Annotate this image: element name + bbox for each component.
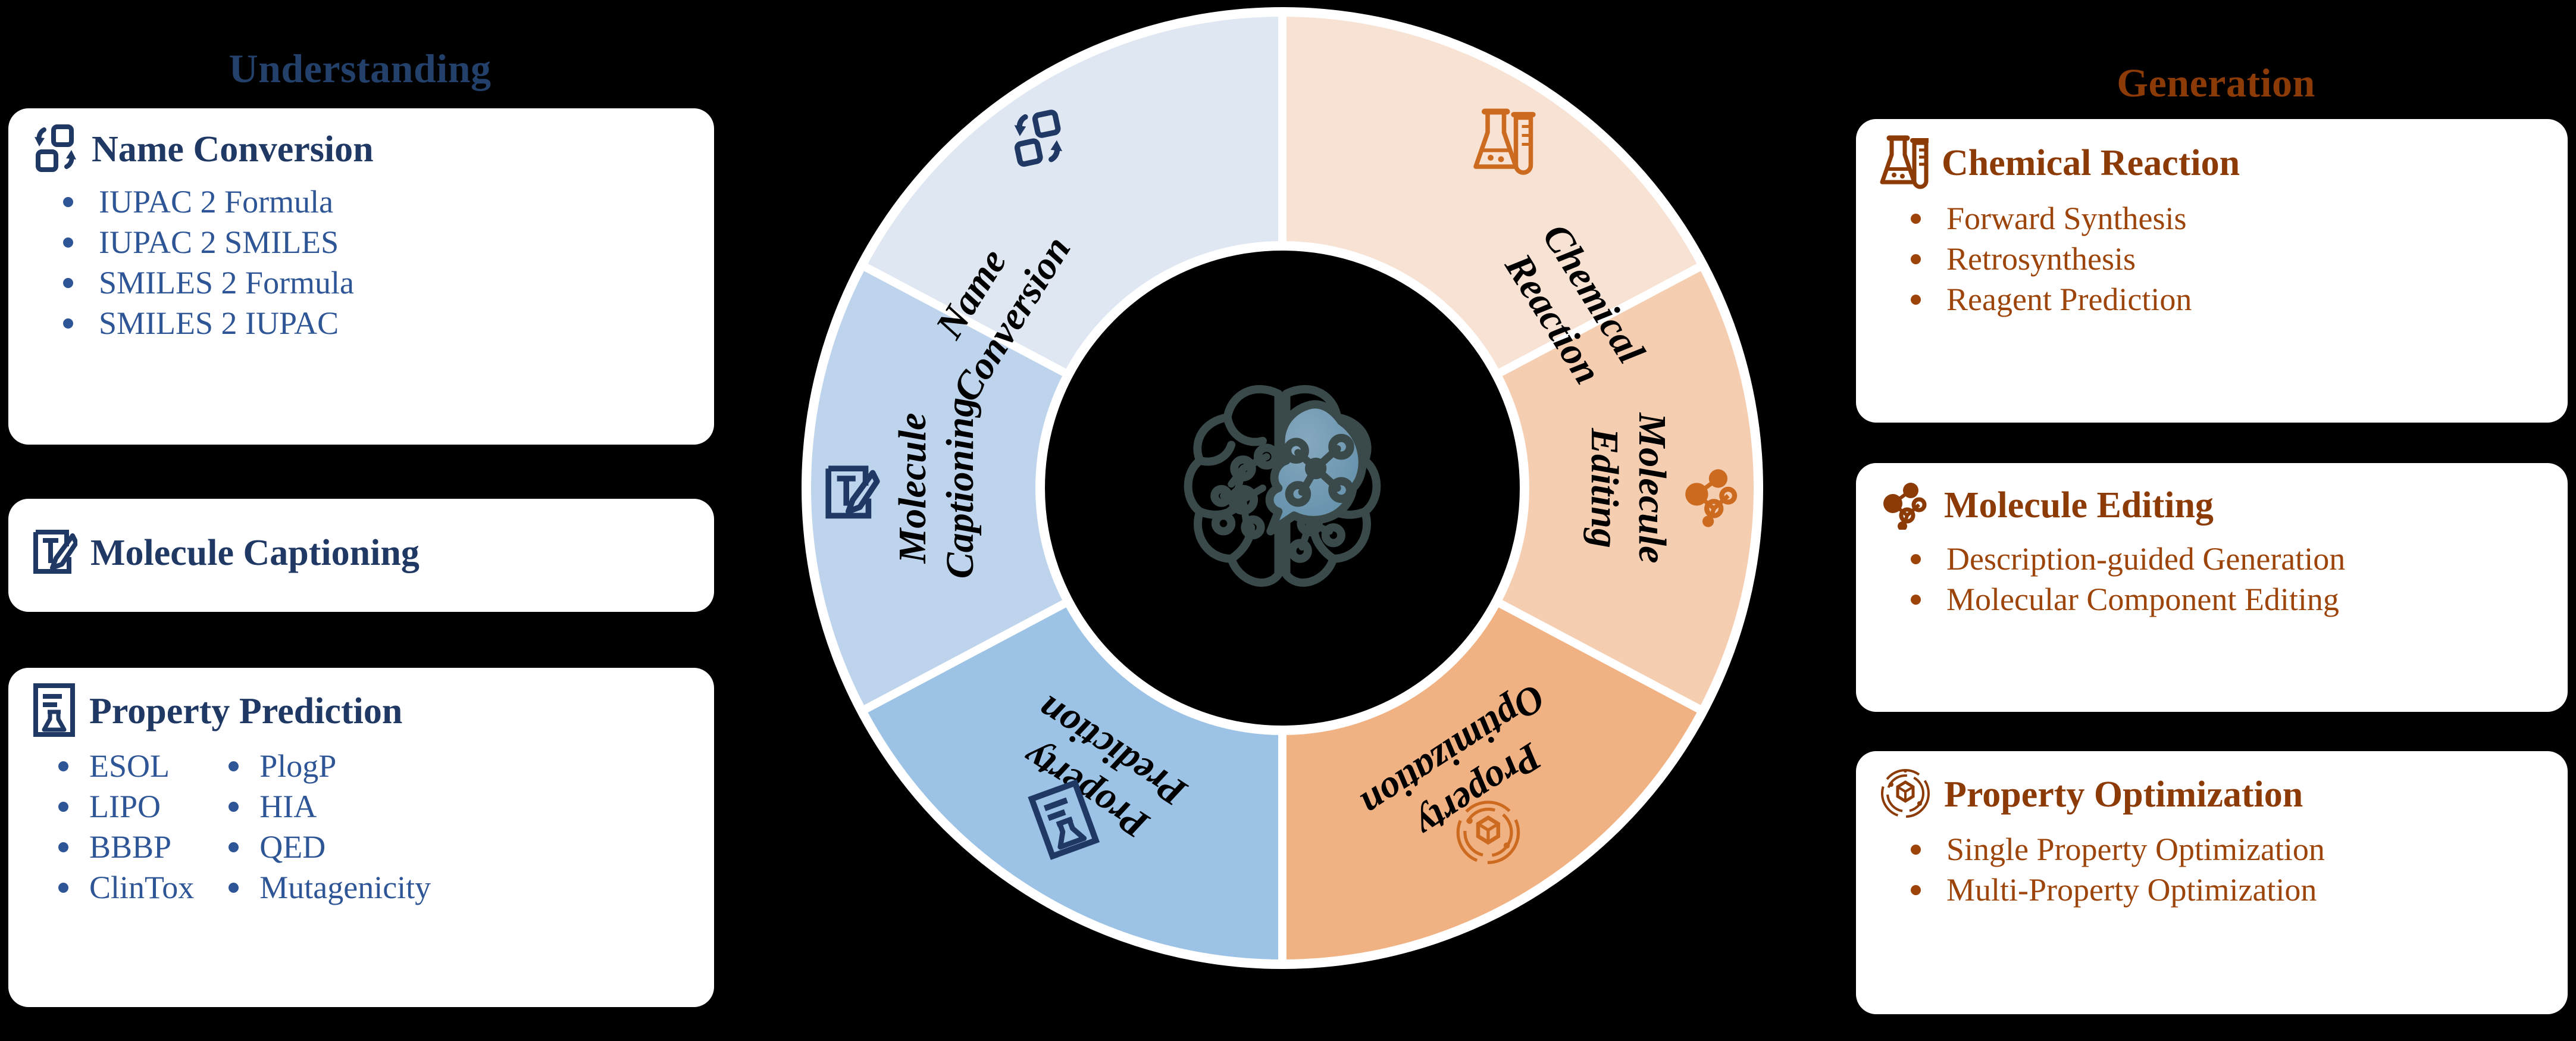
card-title: Property Prediction (89, 691, 403, 732)
card-title: Molecule Captioning (90, 533, 420, 574)
convert-icon (32, 124, 79, 176)
list-item: Retrosynthesis (1880, 239, 2544, 279)
card-header: Name Conversion (32, 124, 690, 176)
molecule-icon (1880, 479, 1931, 533)
card-title: Chemical Reaction (1942, 143, 2240, 184)
card-property-optimization[interactable]: Property Optimization Single Property Op… (1856, 751, 2568, 1014)
wheel-icon-flask-tube (1473, 108, 1536, 175)
wheel-label-line2: Captioning (938, 398, 982, 579)
list-item: QED (202, 827, 431, 867)
list-item: IUPAC 2 SMILES (32, 222, 690, 262)
card-header: Chemical Reaction (1880, 135, 2544, 192)
wheel-icon-orbit-hex (1456, 801, 1520, 864)
bullet-list: ESOL PlogP LIPO HIA BBBP QED ClinTox Mut… (32, 746, 690, 908)
list-item: SMILES 2 IUPAC (32, 303, 690, 343)
list-item: Description-guided Generation (1880, 539, 2544, 579)
list-item: Molecular Component Editing (1880, 579, 2544, 620)
card-property-prediction[interactable]: Property Prediction ESOL PlogP LIPO HIA … (8, 668, 714, 1007)
orbit-hex-icon (1880, 767, 1931, 823)
list-item: Multi-Property Optimization (1880, 870, 2544, 910)
brain-molecule-icon (1184, 384, 1381, 587)
wheel-label-molecule-editing: Molecule Editing (1583, 412, 1674, 564)
list-item: Single Property Optimization (1880, 829, 2544, 870)
list-item: SMILES 2 Formula (32, 262, 690, 303)
list-item: BBBP (32, 827, 194, 867)
card-molecule-captioning[interactable]: Molecule Captioning (8, 499, 714, 612)
card-name-conversion[interactable]: Name Conversion IUPAC 2 Formula IUPAC 2 … (8, 108, 714, 445)
wheel-icon-report-flask (1028, 779, 1100, 860)
list-item: ClinTox (32, 867, 194, 908)
wheel-icon-molecule (1685, 469, 1738, 527)
bullet-list: Single Property Optimization Multi-Prope… (1880, 829, 2544, 910)
card-header: Molecule Editing (1880, 479, 2544, 533)
wheel-label-line1: Molecule (1630, 412, 1674, 564)
flask-tube-icon (1880, 135, 1930, 192)
card-molecule-editing[interactable]: Molecule Editing Description-guided Gene… (1856, 463, 2568, 712)
card-header: Molecule Captioning (32, 529, 690, 578)
list-item: PlogP (202, 746, 431, 786)
bullet-list: IUPAC 2 Formula IUPAC 2 SMILES SMILES 2 … (32, 182, 690, 343)
card-header: Property Prediction (32, 683, 690, 740)
capability-wheel: Name Conversion Chemical Reaction Molecu… (800, 6, 1764, 970)
wheel-icon-text-edit (825, 465, 880, 519)
wheel-label-molecule-captioning: Molecule Captioning (891, 398, 982, 579)
list-item: LIPO (32, 786, 194, 827)
list-item: IUPAC 2 Formula (32, 182, 690, 222)
page-title-generation: Generation (2117, 60, 2315, 105)
bullet-list: Forward Synthesis Retrosynthesis Reagent… (1880, 198, 2544, 320)
card-title: Property Optimization (1944, 774, 2303, 815)
card-title: Name Conversion (92, 129, 374, 170)
wheel-label-line1: Molecule (891, 413, 934, 564)
card-chemical-reaction[interactable]: Chemical Reaction Forward Synthesis Retr… (1856, 119, 2568, 423)
list-item: ESOL (32, 746, 194, 786)
wheel-icon-convert (1014, 110, 1063, 167)
list-item: Reagent Prediction (1880, 279, 2544, 320)
text-edit-icon (32, 529, 79, 578)
card-title: Molecule Editing (1944, 485, 2214, 526)
report-flask-icon (32, 683, 76, 740)
wheel-label-line2: Editing (1583, 427, 1626, 548)
list-item: Mutagenicity (202, 867, 431, 908)
page-title-understanding: Understanding (229, 46, 492, 91)
list-item: HIA (202, 786, 431, 827)
bullet-list: Description-guided Generation Molecular … (1880, 539, 2544, 620)
card-header: Property Optimization (1880, 767, 2544, 823)
list-item: Forward Synthesis (1880, 198, 2544, 239)
